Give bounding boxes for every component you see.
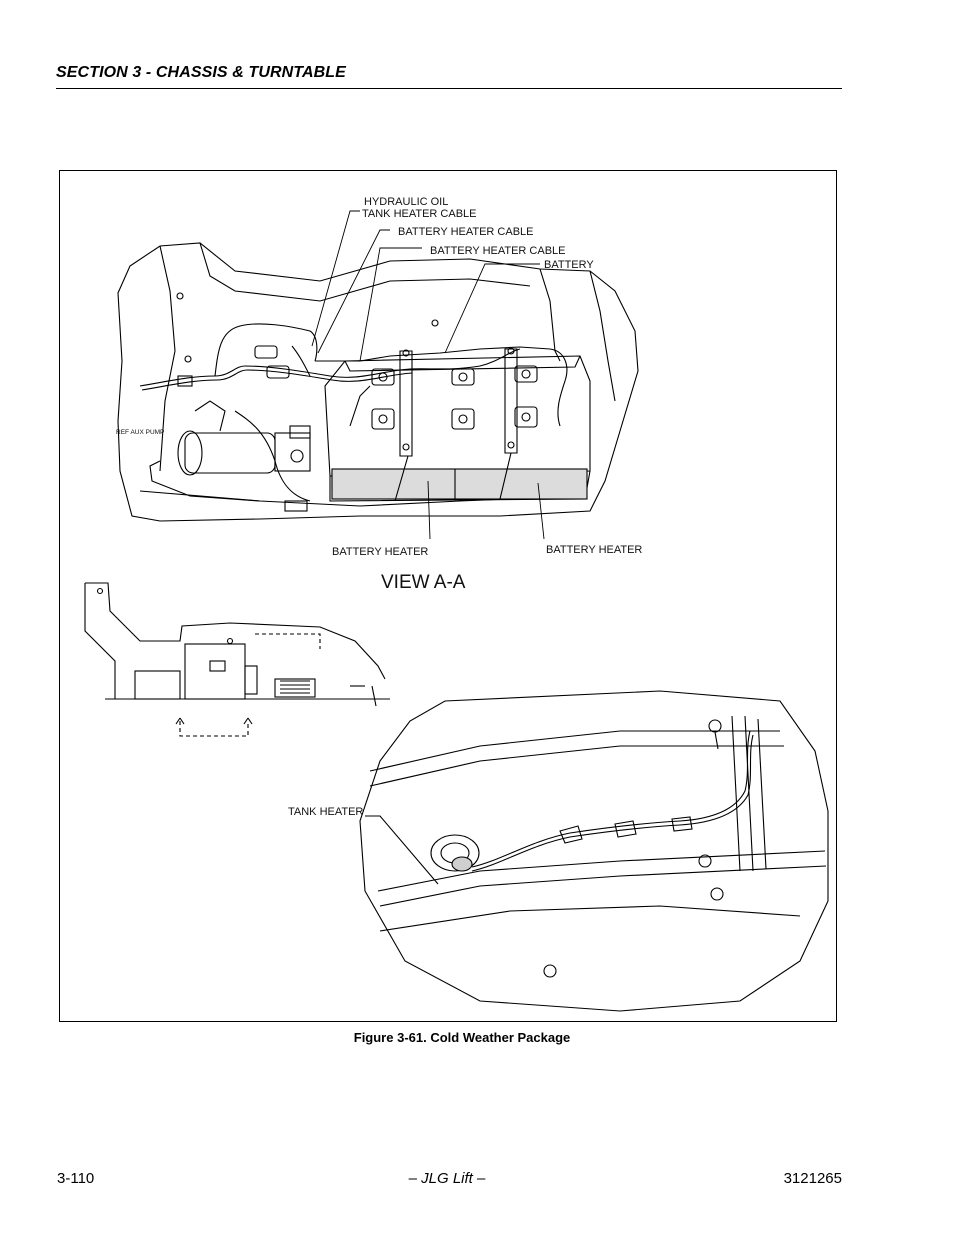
- page-number: 3-110: [57, 1170, 95, 1187]
- header-rule: [56, 88, 842, 89]
- label-battery-heater-right: BATTERY HEATER: [546, 544, 642, 556]
- label-battery-heater-cable-2: BATTERY HEATER CABLE: [430, 245, 566, 257]
- label-ref-aux-pump: REF AUX PUMP: [116, 429, 164, 436]
- label-hydraulic-oil: HYDRAULIC OIL: [364, 196, 448, 208]
- label-battery-heater-cable-1: BATTERY HEATER CABLE: [398, 226, 534, 238]
- cold-weather-package-illustration: HYDRAULIC OIL TANK HEATER CABLE BATTERY …: [84, 196, 829, 1012]
- label-tank-heater-cable: TANK HEATER CABLE: [362, 208, 477, 220]
- document-number: 3121265: [783, 1170, 842, 1187]
- section-title: SECTION 3 - CHASSIS & TURNTABLE: [56, 64, 346, 81]
- label-battery: BATTERY: [544, 259, 594, 271]
- label-view-a-a: VIEW A-A: [381, 572, 466, 593]
- figure-caption: Figure 3-61. Cold Weather Package: [353, 1030, 571, 1045]
- battery-compartment-drawing: [117, 242, 639, 522]
- side-view-drawing: [84, 582, 390, 737]
- leader-lines-upper: [311, 210, 545, 540]
- publisher-footer: – JLG Lift –: [408, 1170, 486, 1187]
- tank-heater-detail-drawing: [359, 690, 829, 1012]
- label-tank-heater: TANK HEATER: [288, 806, 363, 818]
- figure-frame: HYDRAULIC OIL TANK HEATER CABLE BATTERY …: [59, 170, 837, 1022]
- label-battery-heater-left: BATTERY HEATER: [332, 546, 428, 558]
